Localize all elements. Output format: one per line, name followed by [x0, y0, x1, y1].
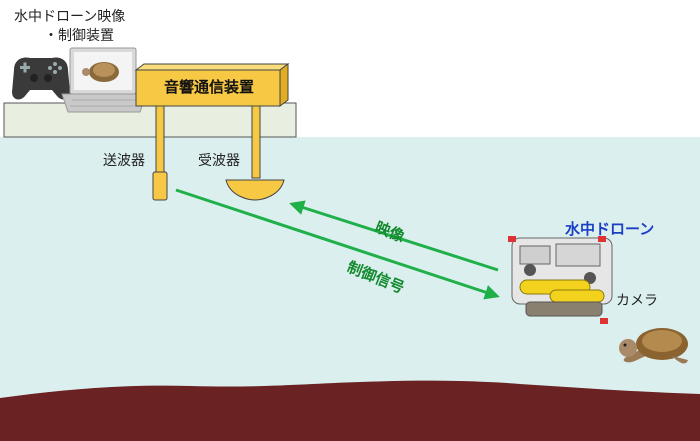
top-title: 水中ドローン映像: [14, 9, 126, 25]
receiver-dish-icon: [225, 179, 285, 201]
sea-turtle-icon: [619, 328, 688, 364]
transmitter-icon: [152, 171, 168, 201]
underwater-drone-icon: [508, 236, 613, 324]
top-subtitle: ・制御装置: [44, 28, 114, 44]
gamepad-icon: [12, 57, 70, 100]
receiver-label: 受波器: [198, 153, 240, 169]
control-arrow: [175, 188, 500, 300]
surface-platform: [3, 102, 297, 138]
seabed: [0, 380, 700, 441]
camera-label: カメラ: [616, 293, 658, 309]
transmitter-label: 送波器: [103, 153, 145, 169]
laptop-icon: [61, 47, 147, 113]
acoustic-device: [134, 63, 290, 179]
underwater-drone-label: 水中ドローン: [565, 220, 655, 238]
acoustic-device-label: 音響通信装置: [163, 78, 254, 96]
video-arrow: [289, 200, 499, 272]
